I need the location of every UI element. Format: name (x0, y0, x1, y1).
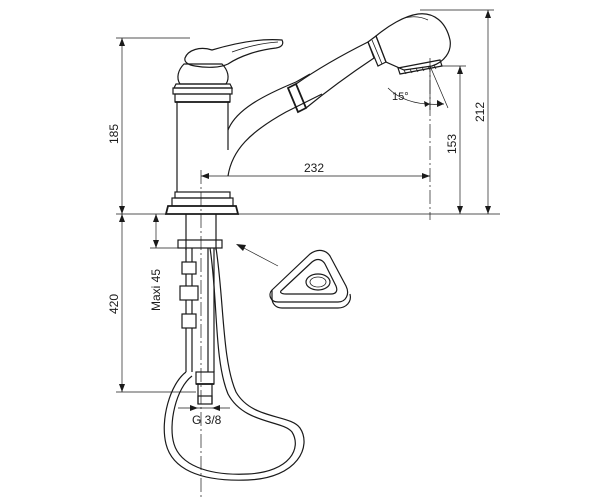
fixing-nut (177, 239, 223, 249)
lever-handle (184, 39, 284, 68)
dim-232-label: 232 (304, 161, 324, 175)
thread-label: G 3/8 (192, 413, 222, 427)
spout-neck (227, 73, 311, 131)
pullout-hose (163, 247, 305, 481)
mounting-shank (185, 214, 217, 250)
dimension-185: 185 (107, 37, 190, 214)
tube-fitting-1 (181, 261, 197, 275)
dim-420-label: 420 (107, 294, 121, 314)
center-lines (200, 58, 431, 500)
escutcheon-outer (269, 249, 349, 303)
escutcheon-hole (305, 273, 331, 291)
dimension-420: 420 (107, 214, 196, 393)
spray-head (286, 13, 451, 114)
dim-153-label: 153 (445, 134, 459, 154)
dim-185-label: 185 (107, 124, 121, 144)
base-flange (164, 205, 240, 215)
angle-15: 15° (387, 65, 449, 110)
under-deck-assembly (163, 214, 305, 481)
nozzle-head (375, 13, 451, 71)
supply-tube-left (185, 248, 193, 262)
dim-maxi-45-label: Maxi 45 (149, 269, 163, 311)
faucet-column (176, 102, 229, 192)
inlet-thread (197, 395, 213, 405)
inlet-fitting (195, 371, 215, 385)
sleeve-band (286, 82, 308, 114)
collar-ring-lower (174, 93, 231, 103)
detail-arrow-line (239, 245, 279, 267)
collar-ring-upper (172, 87, 233, 95)
tube-fitting-3 (181, 313, 197, 329)
dim-212-label: 212 (473, 102, 487, 122)
escutcheon-inner (280, 258, 338, 295)
base-ring-2 (171, 197, 234, 207)
escutcheon-detail (236, 244, 351, 309)
dimension-maxi-45: Maxi 45 (149, 214, 180, 311)
base-ring-1 (174, 191, 231, 199)
dimension-153: 153 (440, 65, 466, 214)
dim-15-label: 15° (392, 91, 409, 103)
dimension-232: 232 (201, 161, 430, 179)
tube-fitting-2 (179, 285, 199, 301)
faucet-body (164, 39, 323, 215)
thread-callout: G 3/8 (178, 405, 230, 427)
dimension-212: 212 (420, 9, 494, 214)
